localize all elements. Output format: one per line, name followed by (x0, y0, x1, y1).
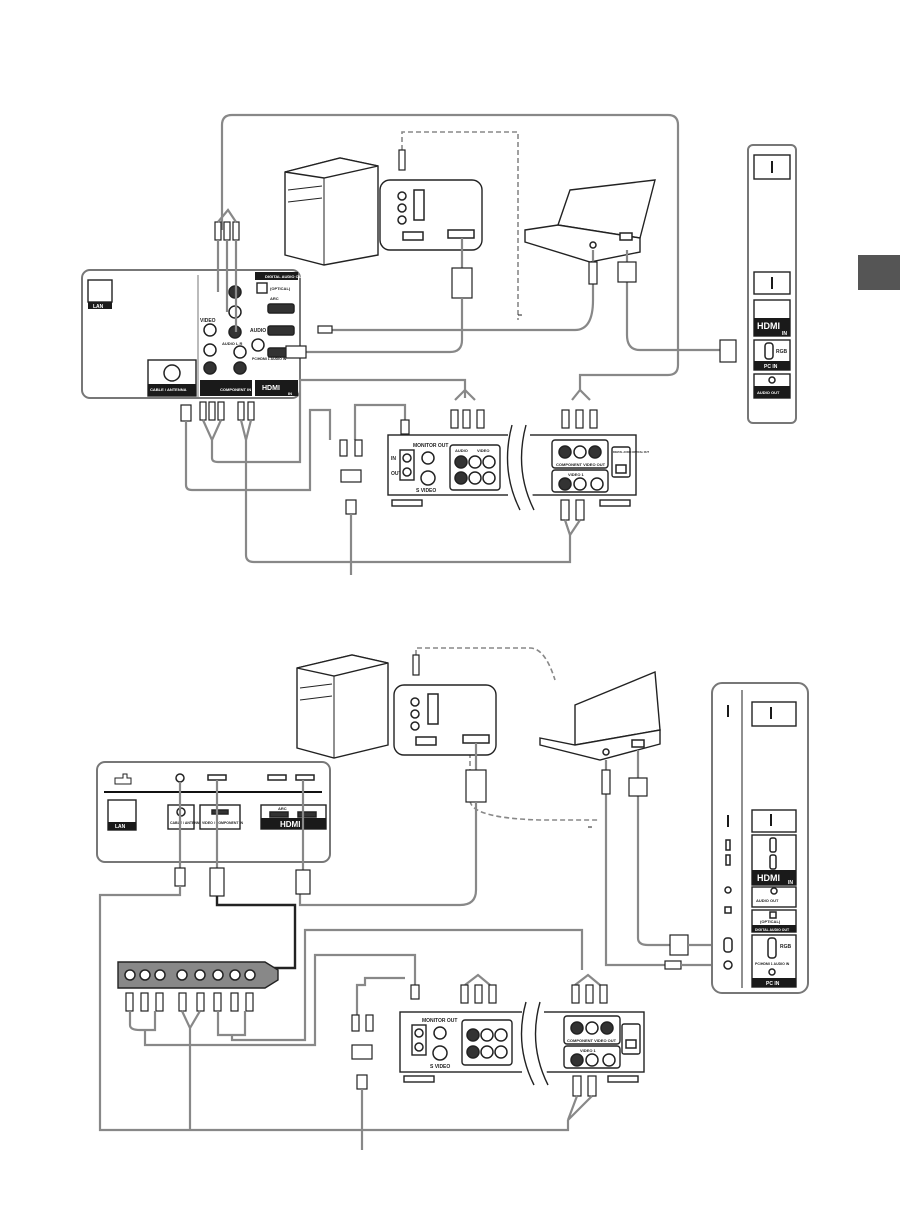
laptop (524, 179, 656, 263)
video-label: VIDEO (200, 318, 216, 324)
side-hdmi-label: HDMI (757, 321, 780, 331)
pc-hdmi-audio-in-label: PC/HDMI 1 AUDIO IN (252, 357, 287, 361)
optical-label: (OPTICAL) (270, 286, 291, 291)
pc-in-label: PC IN (764, 364, 778, 370)
bottom-diagram: ** (96, 647, 809, 1150)
monitor-out-label-bottom: MONITOR OUT (422, 1018, 457, 1024)
section-tab (858, 255, 900, 290)
digital-audio-out-label: DIGITAL AUDIO OUT (265, 274, 305, 279)
video1-label-bottom: VIDEO 1 (580, 1048, 597, 1053)
audio-label: AUDIO (250, 328, 266, 334)
component-video-out-label: COMPONENT VIDEO OUT (556, 462, 606, 467)
laptop-bottom (539, 670, 661, 761)
av-device-bottom: S VIDEO MONITOR OUT COMPONENT VIDEO OUT … (399, 1001, 645, 1087)
s-video-label-bottom: S VIDEO (430, 1064, 450, 1070)
digital-audio-out-label-bottom: DIGITAL AUDIO OUT (755, 928, 790, 932)
device-audio-label: AUDIO (455, 448, 468, 453)
component-in-label: COMPONENT IN (220, 387, 251, 392)
rgb-label-bottom: RGB (780, 944, 792, 950)
cable-antenna-label: CABLE / ANTENNA (150, 387, 187, 392)
side-hdmi-in-label: IN (782, 331, 787, 337)
lan-label-bottom: LAN (115, 824, 126, 830)
pc-tower (284, 157, 379, 266)
hdmi-in-label: HDMI (262, 385, 280, 392)
device-video-label: VIDEO (477, 448, 489, 453)
lan-port-label: LAN (93, 304, 104, 310)
side-hdmi-in-label-bottom: IN (788, 880, 793, 886)
top-diagram: ** LAN (81, 113, 797, 575)
component-adapter-box (117, 961, 279, 989)
pc-in-label-bottom: PC IN (766, 981, 780, 987)
video1-label: VIDEO 1 (568, 472, 585, 477)
arc-label-bottom: ARC (278, 806, 287, 811)
optical-label-bottom: (OPTICAL) (760, 919, 781, 924)
pc-hdmi-audio-in-label-bottom: PC/HDMI 1 AUDIO IN (755, 962, 790, 966)
note-mark: ** (518, 314, 522, 320)
rgb-label: RGB (776, 349, 788, 355)
monitor-out-label: MONITOR OUT (413, 443, 448, 449)
hdmi-label-bottom: HDMI (280, 820, 300, 829)
antenna-in-label: IN (391, 456, 396, 462)
hdmi-in-suffix: IN (288, 391, 292, 396)
av-device: IN OUT S VIDEO MONITOR OUT AUDIO VIDEO C… (387, 424, 649, 511)
component-video-out-label-bottom: COMPONENT VIDEO OUT (567, 1038, 617, 1043)
audio-out-label-bottom: AUDIO OUT (756, 898, 779, 903)
cable-antenna-label-bottom: CABLE / ANTENNA (170, 821, 202, 825)
side-hdmi-label-bottom: HDMI (757, 873, 780, 883)
video-component-in-label: VIDEO / COMPONENT IN (202, 821, 244, 825)
pc-tower-bottom (296, 654, 389, 759)
s-video-label: S VIDEO (416, 488, 436, 494)
audio-lr-label: AUDIO L R (222, 341, 242, 346)
audio-out-label: AUDIO OUT (757, 390, 780, 395)
digital-audio-optical-out-label: DIGITAL AUDIO OPTICAL OUT (613, 451, 649, 454)
antenna-out-label: OUT (391, 471, 402, 477)
arc-label: ARC (270, 296, 279, 301)
note-mark-bottom: ** (588, 826, 592, 832)
